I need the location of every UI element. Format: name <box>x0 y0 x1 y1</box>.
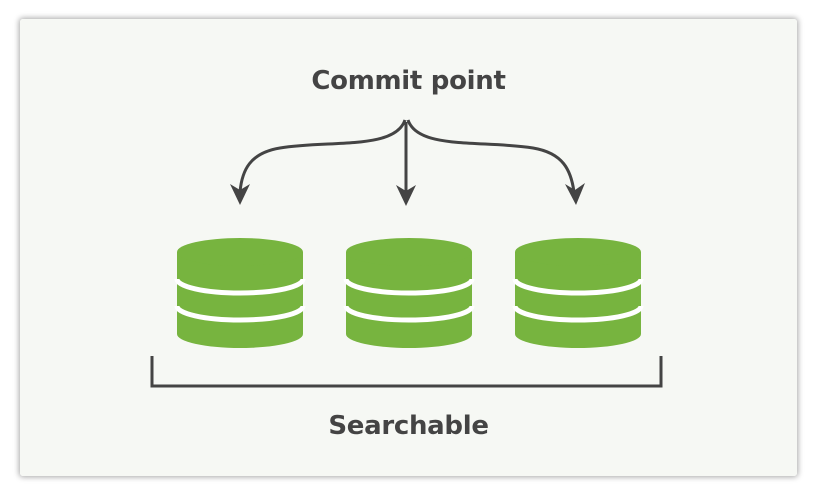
segment-band <box>343 278 475 296</box>
bracket-icon <box>150 356 663 388</box>
segment-band <box>512 305 644 323</box>
searchable-label: Searchable <box>328 411 489 441</box>
segment-top <box>515 238 641 266</box>
arrowhead-middle <box>396 185 416 206</box>
arrowhead-right <box>565 183 585 205</box>
segment-body <box>346 252 472 348</box>
commit-point-label: Commit point <box>311 66 506 96</box>
segment-body <box>515 252 641 348</box>
commit-arrows <box>238 119 576 193</box>
segment-band <box>174 305 306 323</box>
segment-band <box>512 278 644 296</box>
segment-top <box>177 238 303 266</box>
segment-band <box>343 305 475 323</box>
arrowhead-left <box>230 184 250 205</box>
segment-icon <box>343 238 475 348</box>
arrow-icon <box>406 119 576 193</box>
arrowheads <box>230 183 585 206</box>
segment-icon <box>174 238 306 348</box>
segment-body <box>177 252 303 348</box>
arrow-icon <box>238 119 407 193</box>
segment-top <box>346 238 472 266</box>
segment-band <box>174 278 306 296</box>
segments <box>174 238 644 348</box>
segment-icon <box>512 238 644 348</box>
